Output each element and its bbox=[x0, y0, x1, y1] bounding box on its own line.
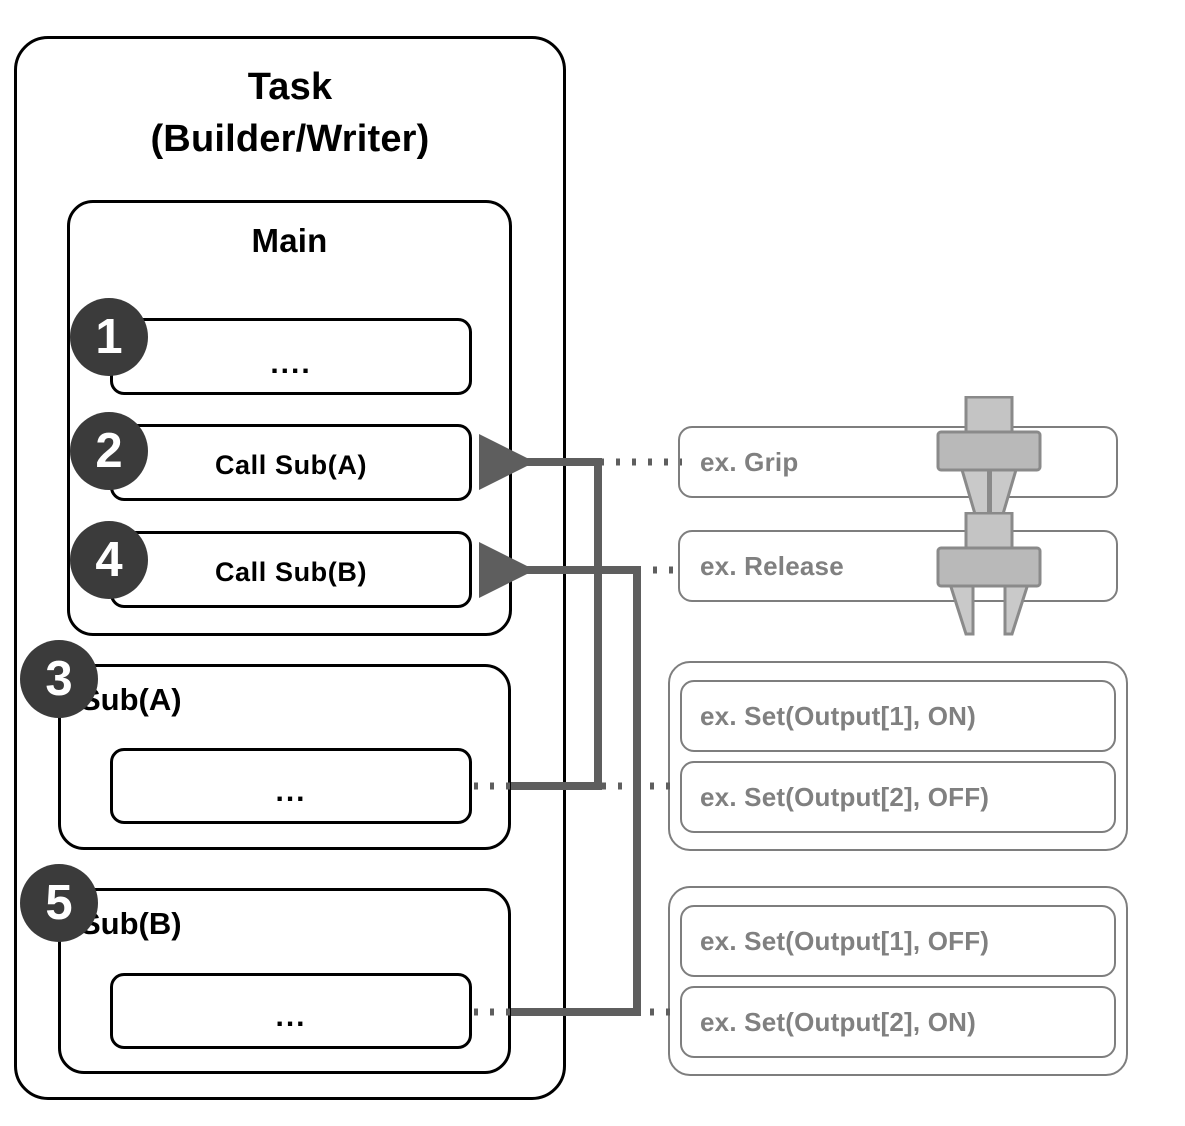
io-group-2-item-2[interactable] bbox=[680, 986, 1116, 1058]
example-release-box[interactable] bbox=[678, 530, 1118, 602]
sub-b-body-label: ... bbox=[275, 1000, 307, 1033]
io-group-2-item-1[interactable] bbox=[680, 905, 1116, 977]
example-grip-label: ex. Grip bbox=[700, 447, 799, 477]
gripper-open-icon bbox=[936, 512, 1042, 636]
main-step-1-label: .... bbox=[270, 347, 312, 380]
io-group-1-item-1-label: ex. Set(Output[1], ON) bbox=[700, 701, 976, 731]
io-group-2-item-1-label: ex. Set(Output[1], OFF) bbox=[700, 926, 990, 956]
io-group-1 bbox=[668, 661, 1128, 851]
main-container bbox=[67, 200, 512, 636]
io-group-2 bbox=[668, 886, 1128, 1076]
main-step-1[interactable]: .... bbox=[110, 318, 472, 395]
main-step-2-label: Call Sub(A) bbox=[214, 450, 368, 480]
sub-a-body-label: ... bbox=[275, 775, 307, 808]
main-step-2[interactable]: Call Sub(A) bbox=[110, 424, 472, 501]
step-badge-4: 4 bbox=[70, 521, 148, 599]
step-badge-1: 1 bbox=[70, 298, 148, 376]
task-title-line2: (Builder/Writer) bbox=[150, 118, 430, 160]
main-title: Main bbox=[251, 222, 328, 259]
io-group-2-item-2-label: ex. Set(Output[2], ON) bbox=[700, 1007, 976, 1037]
main-step-4-label: Call Sub(B) bbox=[214, 557, 368, 587]
step-badge-3: 3 bbox=[20, 640, 98, 718]
io-group-1-item-2-label: ex. Set(Output[2], OFF) bbox=[700, 782, 990, 812]
io-group-1-item-1[interactable] bbox=[680, 680, 1116, 752]
step-badge-2: 2 bbox=[70, 412, 148, 490]
io-group-1-item-2[interactable] bbox=[680, 761, 1116, 833]
gripper-closed-icon bbox=[936, 396, 1042, 521]
sub-a-body[interactable]: ... bbox=[110, 748, 472, 824]
sub-b-body[interactable]: ... bbox=[110, 973, 472, 1049]
task-title-line1: Task bbox=[247, 66, 333, 108]
example-release-label: ex. Release bbox=[700, 551, 844, 581]
main-step-4[interactable]: Call Sub(B) bbox=[110, 531, 472, 608]
step-badge-5: 5 bbox=[20, 864, 98, 942]
